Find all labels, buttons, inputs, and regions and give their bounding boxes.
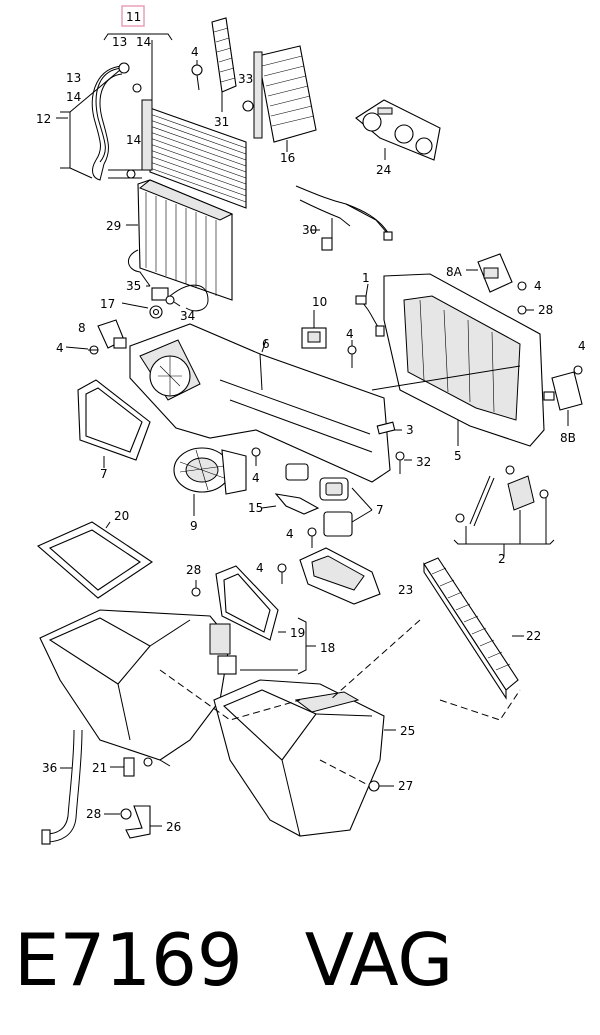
label-9: 9	[190, 519, 198, 533]
label-23: 23	[398, 583, 413, 597]
valve-21	[110, 757, 153, 777]
screw-4-duct	[277, 563, 287, 584]
label-16: 16	[280, 151, 295, 165]
label-25: 25	[400, 724, 415, 738]
label-4c: 4	[346, 327, 354, 341]
screw-4-top	[191, 60, 203, 91]
label-14b: 14	[66, 90, 81, 104]
label-33: 33	[238, 72, 253, 86]
label-2: 2	[498, 552, 506, 566]
label-12: 12	[36, 112, 51, 126]
housing-6	[129, 323, 391, 483]
label-30: 30	[302, 223, 317, 237]
actuator-8a	[466, 253, 527, 293]
label-4e: 4	[578, 339, 586, 353]
lower-housing-left	[39, 609, 237, 767]
screw-4-bracket	[307, 527, 317, 548]
label-3: 3	[406, 423, 414, 437]
label-17: 17	[100, 297, 115, 311]
clip-28-mid	[191, 580, 201, 597]
frame-19	[215, 565, 286, 641]
label-10: 10	[312, 295, 327, 309]
pollen-filter-22	[423, 557, 524, 700]
label-7a: 7	[100, 467, 108, 481]
label-32: 32	[416, 455, 431, 469]
label-24: 24	[376, 163, 391, 177]
label-19: 19	[290, 626, 305, 640]
heater-core	[56, 5, 247, 209]
label-20: 20	[114, 509, 129, 523]
label-14a: 14	[136, 35, 151, 49]
dashed-guides	[159, 619, 521, 787]
screw-4-blower	[251, 447, 261, 466]
label-35: 35	[126, 279, 141, 293]
duct-23	[299, 547, 381, 605]
label-7b: 7	[376, 503, 384, 517]
lower-housing-25	[213, 679, 396, 837]
label-21: 21	[92, 761, 107, 775]
actuator-8	[65, 319, 127, 355]
seal-frame-7	[77, 379, 151, 468]
sensor-3	[376, 421, 402, 435]
housing-5	[383, 273, 545, 447]
label-8: 8	[78, 321, 86, 335]
sensor-1	[355, 283, 385, 337]
bracket-15	[261, 493, 320, 515]
label-8a: 8A	[446, 265, 463, 279]
label-28a: 28	[538, 303, 553, 317]
label-5: 5	[454, 449, 462, 463]
label-36: 36	[42, 761, 57, 775]
label-15: 15	[248, 501, 263, 515]
clip-28-right	[517, 305, 534, 315]
evaporator-16	[242, 45, 317, 152]
bracket-26	[125, 805, 162, 839]
brand-name: VAG	[304, 918, 454, 1002]
label-27: 27	[398, 779, 413, 793]
label-11: 11	[126, 10, 141, 24]
label-28c: 28	[86, 807, 101, 821]
label-14c: 14	[126, 133, 141, 147]
module-10	[301, 310, 327, 349]
part-code: E7169	[14, 918, 243, 1002]
label-4a: 4	[191, 45, 199, 59]
label-4f: 4	[252, 471, 260, 485]
label-4g: 4	[286, 527, 294, 541]
evaporator-29	[126, 179, 234, 312]
label-26: 26	[166, 820, 181, 834]
label-34: 34	[180, 309, 195, 323]
wiring-harness	[295, 185, 393, 251]
label-1: 1	[362, 271, 370, 285]
drain-hose-36	[41, 729, 83, 845]
filter-insert	[211, 17, 237, 112]
seals-7	[285, 463, 373, 537]
actuator-8b	[543, 365, 583, 426]
label-4b: 4	[56, 341, 64, 355]
label-4d: 4	[534, 279, 542, 293]
exploded-parts-diagram: 11 13 14 13 14 12 14 4 31 33 16 24 30 29…	[36, 5, 586, 845]
screw-4-mid	[347, 340, 357, 368]
label-13b: 13	[66, 71, 81, 85]
label-31: 31	[214, 115, 229, 129]
frame-20	[36, 521, 153, 599]
blower-9	[173, 447, 247, 516]
label-28b: 28	[186, 563, 201, 577]
control-panel	[355, 99, 441, 161]
label-8b: 8B	[560, 431, 576, 445]
label-29: 29	[106, 219, 121, 233]
nut-28-lower	[104, 808, 132, 820]
label-6: 6	[262, 337, 270, 351]
sensors-2	[453, 465, 555, 556]
label-4h: 4	[256, 561, 264, 575]
screw-27	[368, 780, 394, 792]
label-13a: 13	[112, 35, 127, 49]
label-22: 22	[526, 629, 541, 643]
part-11-highlight-box	[121, 5, 145, 27]
screw-32	[395, 451, 412, 474]
label-18: 18	[320, 641, 335, 655]
callout-labels: 11 13 14 13 14 12 14 4 31 33 16 24 30 29…	[36, 10, 586, 834]
expansion-valve	[121, 285, 181, 319]
part-caption: E7169 VAG	[14, 905, 594, 1015]
